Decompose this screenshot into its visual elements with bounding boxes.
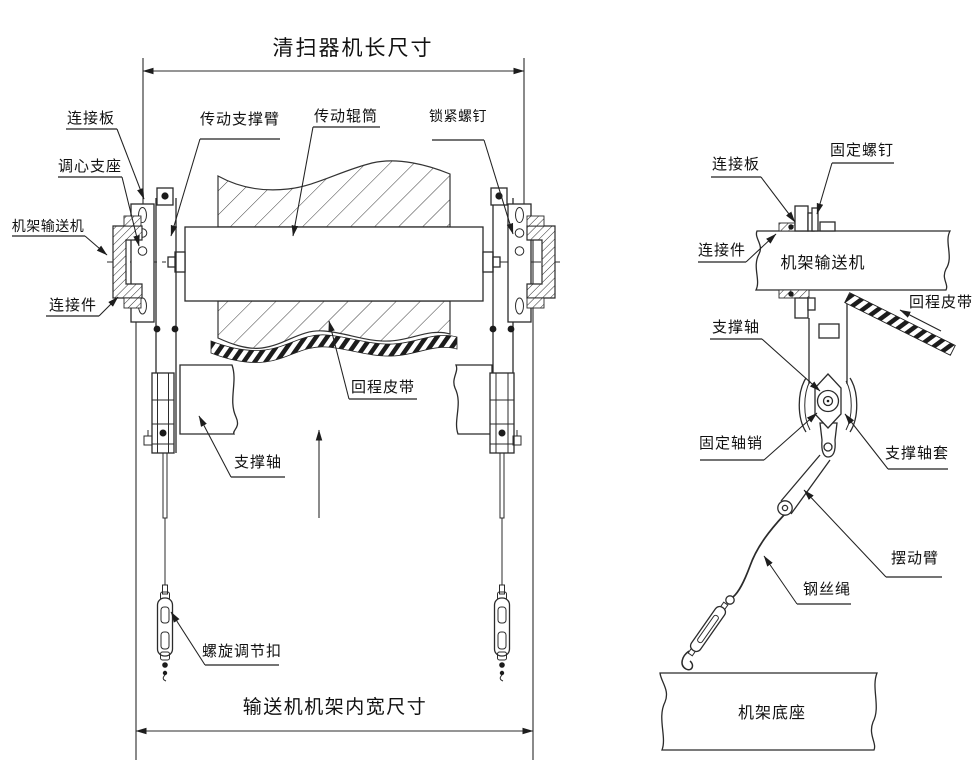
upper-hatched-section <box>217 160 451 228</box>
roller-shaft-step-left <box>167 256 176 268</box>
label-connect-plate-right: 连接板 <box>712 155 760 173</box>
label-dim-bottom: 输送机机架内宽尺寸 <box>243 696 428 718</box>
wire-rope-curve <box>732 514 785 598</box>
label-connector-left: 连接件 <box>49 297 97 314</box>
label-support-shaft-right: 支撑轴 <box>712 319 760 336</box>
label-fixing-screw: 固定螺钉 <box>830 142 894 159</box>
arm-foot-left <box>143 372 175 454</box>
label-wire-rope: 钢丝绳 <box>803 581 851 598</box>
support-shaft-plate-left <box>179 364 239 435</box>
right-view-leaders <box>745 162 889 605</box>
frame-base-block <box>659 672 878 751</box>
left-view-label-underlines <box>12 126 484 666</box>
turnbuckle-left <box>156 591 174 682</box>
beam-clamp-parts <box>778 205 836 319</box>
hanger-rod-right <box>499 452 505 595</box>
label-return-belt-right: 回程皮带 <box>909 294 973 311</box>
rope-eye <box>725 595 735 605</box>
label-fixing-pin: 固定轴销 <box>699 435 763 452</box>
label-drive-support-arm: 传动支撑臂 <box>200 111 280 128</box>
roller-shaft-step-right <box>492 256 501 268</box>
hook <box>681 650 694 671</box>
label-support-sleeve: 支撑轴套 <box>885 445 949 462</box>
return-belt-band <box>210 334 458 363</box>
belt-travel-arrow <box>899 309 942 332</box>
hanging-bracket <box>808 298 848 384</box>
label-frame-base: 机架底座 <box>738 704 806 722</box>
arm-foot-right <box>489 372 522 454</box>
roller-shaft-stub-right <box>482 251 494 273</box>
label-aligning-support: 调心支座 <box>58 158 122 175</box>
label-connect-plate-left: 连接板 <box>67 109 115 127</box>
turnbuckle-side-view <box>687 601 729 657</box>
turnbuckle-right <box>493 591 511 682</box>
left-view: 清扫器机长尺寸 输送机机架内宽尺寸 连接板 调心支座 机架输送机 连接件 传动支… <box>12 37 560 760</box>
swing-arm-part <box>777 454 831 516</box>
support-shaft-plate-right <box>453 364 493 435</box>
conveyor-frame-beam <box>754 230 952 291</box>
drive-roller <box>184 226 484 302</box>
label-support-shaft-left: 支撑轴 <box>234 454 282 471</box>
label-frame-conveyor-left: 机架输送机 <box>12 218 85 234</box>
hanger-rod-left <box>162 452 168 595</box>
label-lock-screw: 锁紧螺钉 <box>429 108 487 124</box>
label-dim-top: 清扫器机长尺寸 <box>273 37 434 60</box>
label-frame-conveyor-right: 机架输送机 <box>780 254 865 272</box>
connection-plate-right <box>507 203 532 323</box>
right-view-label-underlines <box>698 162 948 605</box>
return-belt-side <box>844 292 956 356</box>
label-swing-arm: 摆动臂 <box>891 550 939 567</box>
label-drive-roller: 传动辊筒 <box>314 108 378 125</box>
frame-clamp-right <box>526 215 556 309</box>
right-view: 连接板 固定螺钉 连接件 机架输送机 回程皮带 支撑轴 固定轴销 支撑轴套 摆动… <box>659 142 973 751</box>
label-connector-right: 连接件 <box>698 242 746 259</box>
support-sleeve-and-shaft <box>798 373 858 458</box>
label-screw-adjuster: 螺旋调节扣 <box>202 643 282 660</box>
left-view-leaders <box>84 126 514 666</box>
label-return-belt-left: 回程皮带 <box>351 379 415 396</box>
